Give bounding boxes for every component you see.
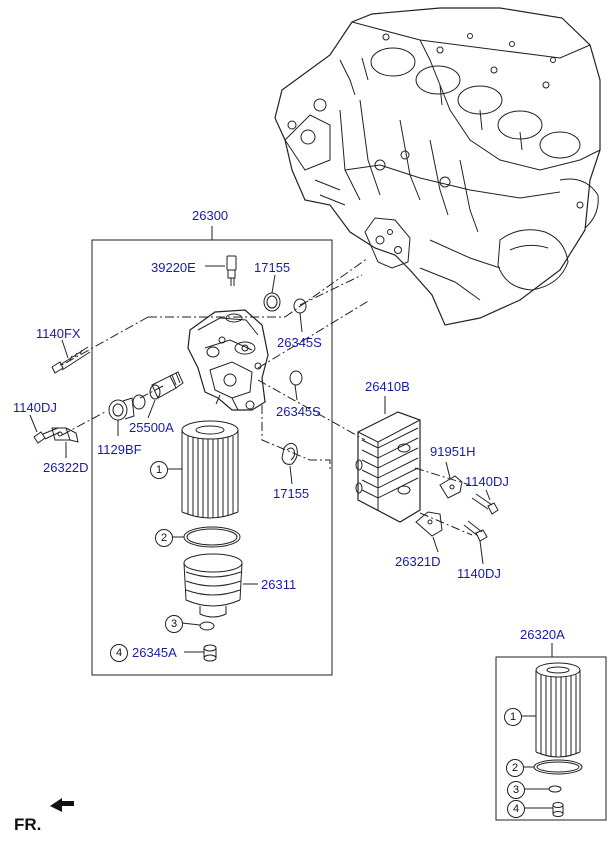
bracket-left-part xyxy=(51,427,79,443)
oil-filter-module xyxy=(187,309,269,411)
bolt-left-part xyxy=(33,427,61,444)
label-bolt-right-upper[interactable]: 1140DJ xyxy=(465,474,509,489)
label-oring-mid[interactable]: 26345S xyxy=(276,404,321,419)
callout-3: 3 xyxy=(165,615,183,633)
label-bracket-left[interactable]: 26322D xyxy=(43,460,89,475)
oring-mid-part xyxy=(289,370,303,386)
label-assembly[interactable]: 26300 xyxy=(192,208,229,223)
cooler-bracket-part xyxy=(439,475,463,499)
label-bolt-left[interactable]: 1140DJ xyxy=(13,400,57,415)
bolt-right-upper-part xyxy=(471,493,499,515)
label-drain-oring[interactable]: 26345A xyxy=(132,645,177,660)
kit-oring-part xyxy=(548,785,562,793)
filter-cap-part xyxy=(183,553,243,618)
kit-callout-2: 2 xyxy=(506,759,524,777)
kit-callout-3: 3 xyxy=(507,781,525,799)
label-bolt-right-lower[interactable]: 1140DJ xyxy=(457,566,501,581)
drain-plug-part xyxy=(203,644,217,662)
valve-part xyxy=(149,371,184,400)
bolt-1140fx-part xyxy=(51,346,91,374)
filter-kit-box xyxy=(495,656,607,821)
label-seal-lower[interactable]: 17155 xyxy=(273,486,310,501)
label-filter-cap[interactable]: 26311 xyxy=(261,577,297,592)
label-plug[interactable]: 1129BF xyxy=(97,442,142,457)
label-oring-upper[interactable]: 26345S xyxy=(277,335,322,350)
label-temp-sensor[interactable]: 39220E xyxy=(151,260,196,275)
filter-element-part xyxy=(181,420,239,519)
label-valve[interactable]: 25500A xyxy=(129,420,174,435)
seal-upper-part xyxy=(263,292,281,312)
gasket-part xyxy=(183,526,241,548)
label-cooler[interactable]: 26410B xyxy=(365,379,410,394)
front-arrow-icon xyxy=(50,798,74,812)
label-cooler-bracket[interactable]: 91951H xyxy=(430,444,476,459)
cooler-bracket-lower-part xyxy=(415,511,443,537)
label-bolt-upper[interactable]: 1140FX xyxy=(36,326,81,341)
bolt-right-lower-part xyxy=(463,520,488,542)
kit-callout-4: 4 xyxy=(507,800,525,818)
seal-lower-part xyxy=(281,442,298,465)
oil-cooler-part xyxy=(355,411,421,523)
temperature-sensor-part xyxy=(226,255,237,286)
front-direction-label: FR. xyxy=(14,815,42,834)
leader-lines xyxy=(61,257,473,536)
label-seal-upper[interactable]: 17155 xyxy=(254,260,291,275)
kit-callout-1: 1 xyxy=(504,708,522,726)
small-oring-part xyxy=(199,621,215,631)
callout-1: 1 xyxy=(150,461,168,479)
kit-drain-plug-part xyxy=(552,802,564,817)
kit-filter-element-part xyxy=(535,662,581,758)
label-cooler-bracket-lower[interactable]: 26321D xyxy=(395,554,441,569)
plug-part xyxy=(108,397,135,421)
engine-block xyxy=(274,7,601,326)
label-filter-kit[interactable]: 26320A xyxy=(520,627,565,642)
callout-2: 2 xyxy=(155,529,173,547)
callout-4: 4 xyxy=(110,644,128,662)
